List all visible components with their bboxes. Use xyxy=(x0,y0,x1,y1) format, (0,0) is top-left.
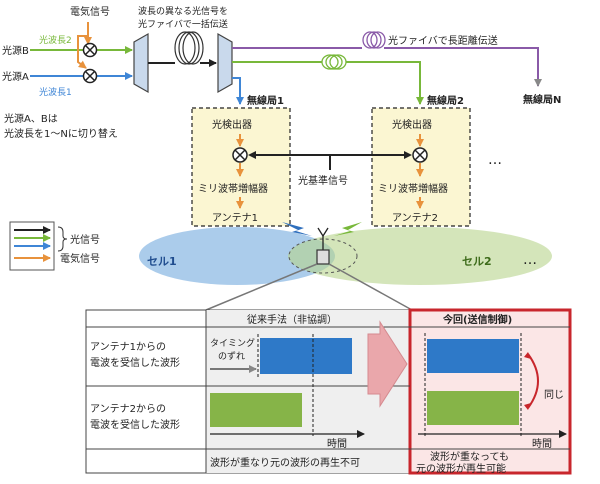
cell-2-label: セル2 xyxy=(462,255,492,268)
legend-brace xyxy=(57,226,68,252)
same-arc-head-top xyxy=(524,352,531,359)
station-2-name: 無線局2 xyxy=(427,94,464,107)
conv-time-label: 時間 xyxy=(327,438,347,450)
same-label: 同じ xyxy=(544,389,564,401)
prop-wave-2 xyxy=(427,391,519,425)
source-a-label: 光源A xyxy=(2,70,29,83)
receiver-terminal-icon xyxy=(316,249,330,265)
station-2-amp: ミリ波帯増幅器 xyxy=(378,182,448,195)
lambda2-label: 光波長2 xyxy=(39,34,72,46)
station-ellipsis: … xyxy=(488,152,502,168)
zoom-line-right xyxy=(328,263,413,311)
station-1-detector: 光検出器 xyxy=(212,118,252,131)
prop-result-1: 波形が重なっても xyxy=(430,450,509,463)
station-n-label: 無線局N xyxy=(523,93,561,106)
proposed-highlight-frame xyxy=(408,308,572,475)
lambda1-label: 光波長1 xyxy=(39,86,72,98)
receiver-antenna-icon xyxy=(317,227,329,250)
overlap-zone xyxy=(288,238,358,274)
prop-time-label: 時間 xyxy=(532,438,552,450)
long-fiber-label: 光ファイバで長距離伝送 xyxy=(388,34,498,47)
station-1-amp: ミリ波帯増幅器 xyxy=(198,182,268,195)
ref-arrow-right xyxy=(404,151,412,159)
modulator-a-icon xyxy=(82,68,98,84)
station-2-detector: 光検出器 xyxy=(392,118,432,131)
wavelength-note-1: 波長の異なる光信号を xyxy=(138,5,228,17)
timing-label-1: タイミング xyxy=(210,337,255,349)
prop-wave-1 xyxy=(427,339,519,373)
switch-note-2: 光波長を1～Nに切り替え xyxy=(4,127,118,140)
lightning-2-icon xyxy=(334,222,362,236)
cell-1-area xyxy=(139,227,335,285)
conv-wave-2 xyxy=(210,393,302,427)
row1-label-1: アンテナ1からの xyxy=(90,341,166,353)
lightning-1-icon xyxy=(282,222,312,236)
demultiplexer-icon xyxy=(217,32,233,94)
row2-label-2: 電波を受信した波形 xyxy=(90,418,180,431)
elec-to-mod-a xyxy=(77,35,88,69)
proposed-header: 今回(送信制御) xyxy=(442,313,512,326)
cell-2-area xyxy=(288,227,552,285)
electric-signal-label: 電気信号 xyxy=(70,5,110,18)
conv-result: 波形が重なり元の波形の再生不可 xyxy=(210,456,360,469)
modulator-b-icon xyxy=(82,42,98,58)
conventional-header: 従来手法（非協調） xyxy=(247,313,337,326)
cell-ellipsis: … xyxy=(523,252,537,268)
multiplexer-icon xyxy=(133,32,149,94)
ref-signal-label: 光基準信号 xyxy=(298,174,348,187)
timing-label-2: のずれ xyxy=(218,351,245,362)
legend-electrical: 電気信号 xyxy=(60,252,100,265)
row1-label-2: 電波を受信した波形 xyxy=(90,356,180,369)
station-1-name: 無線局1 xyxy=(247,94,284,107)
station-2-mixer-icon xyxy=(412,147,428,163)
cell-1-label: セル1 xyxy=(147,255,177,268)
wavelength-note-2: 光ファイバで一括伝送 xyxy=(138,18,228,30)
ref-arrow-left xyxy=(248,151,256,159)
purple-fiber-coil-icon xyxy=(362,31,386,49)
same-arc xyxy=(527,353,539,409)
same-arc-head-bottom xyxy=(524,403,531,410)
lambda2-to-station2 xyxy=(346,61,424,105)
fiber-spool-icon xyxy=(174,31,204,65)
station-1-antenna: アンテナ1 xyxy=(212,212,258,224)
conv-wave-1 xyxy=(260,338,352,374)
green-fiber-coil-icon xyxy=(321,54,347,70)
long-fiber-b xyxy=(384,47,542,87)
prop-result-2: 元の波形が再生可能 xyxy=(416,462,506,475)
lambda1-to-station1 xyxy=(232,77,244,105)
station-2-antenna: アンテナ2 xyxy=(392,212,438,224)
zoom-line-left xyxy=(205,263,318,311)
station-1-mixer-icon xyxy=(232,147,248,163)
row2-label-1: アンテナ2からの xyxy=(90,403,166,415)
comparison-arrow xyxy=(367,320,408,408)
legend-optical: 光信号 xyxy=(70,233,100,246)
source-b-label: 光源B xyxy=(2,44,29,57)
switch-note-1: 光源A、Bは xyxy=(4,112,58,125)
